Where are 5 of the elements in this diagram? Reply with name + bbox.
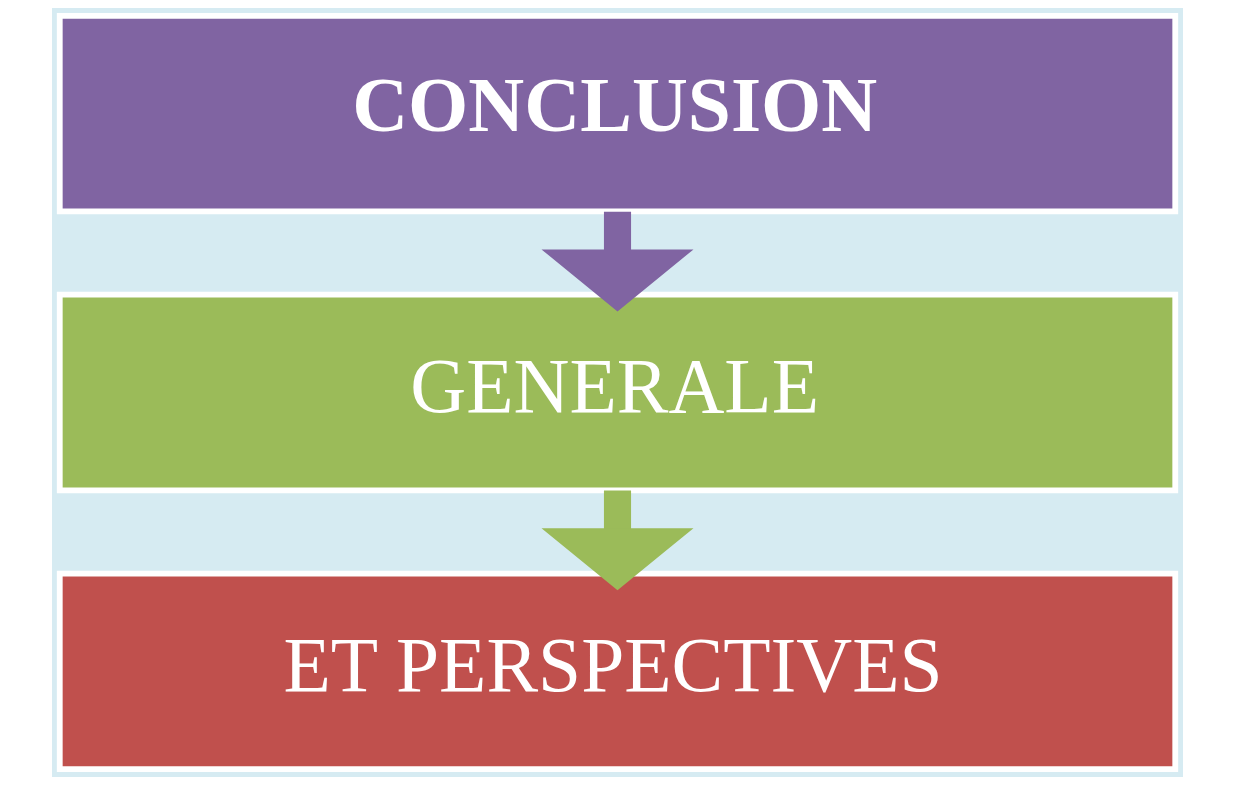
node-box: ET PERSPECTIVES [56,570,1179,773]
node-box: GENERALE [56,291,1179,494]
arrow [541,490,694,591]
node-box: CONCLUSION [56,12,1179,215]
arrow [541,211,694,312]
